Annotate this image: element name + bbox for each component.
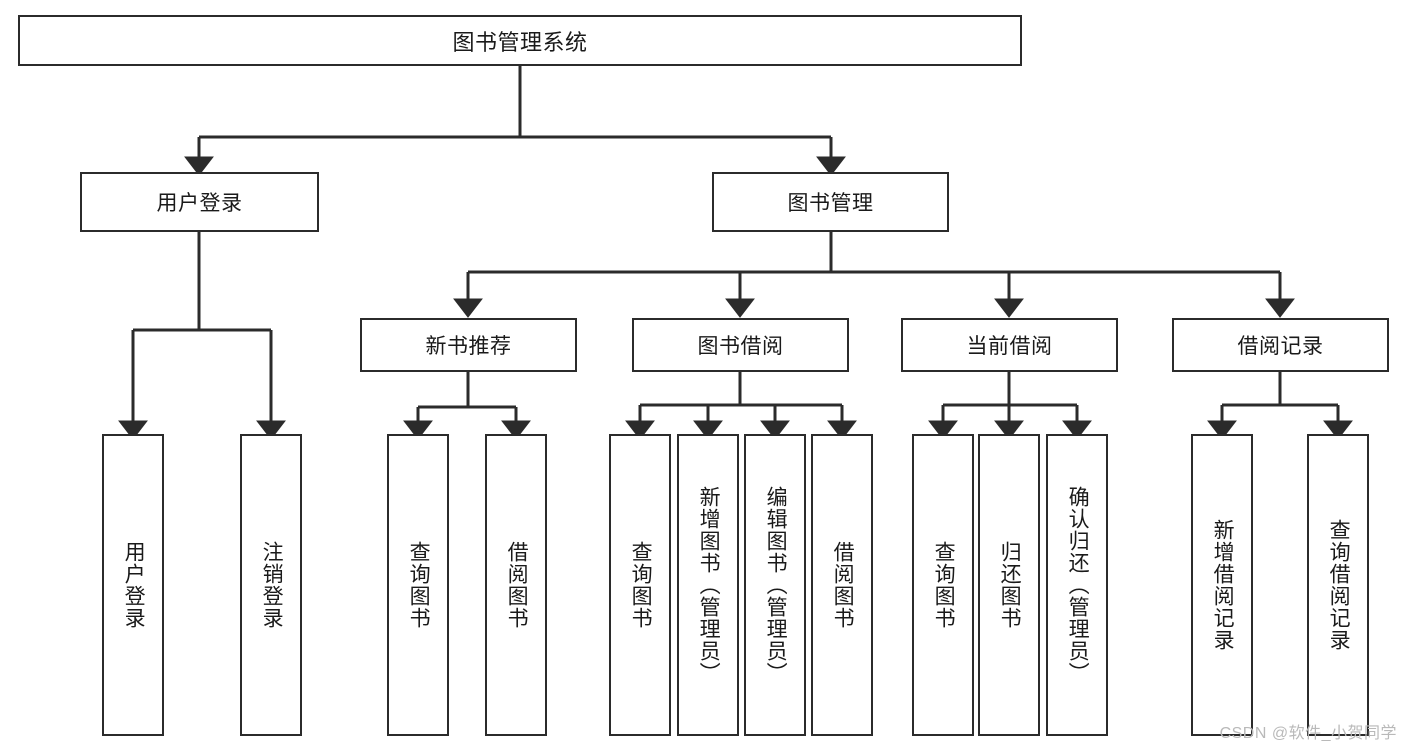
node-book-borrow[interactable]: 图书借阅	[632, 318, 849, 372]
node-label: 查询图书	[932, 541, 956, 629]
node-label: 借阅图书	[831, 541, 855, 629]
node-leaf-edit-book[interactable]: 编辑图书（管理员）	[744, 434, 806, 736]
node-label: 新书推荐	[425, 335, 512, 358]
node-label: 编辑图书（管理员）	[764, 486, 788, 684]
node-label: 用户登录	[156, 192, 243, 215]
csdn-watermark: CSDN @软件_小贺同学	[1219, 725, 1397, 742]
node-book-management[interactable]: 图书管理	[712, 172, 949, 232]
node-leaf-borrow-book-1[interactable]: 借阅图书	[485, 434, 547, 736]
node-leaf-add-book[interactable]: 新增图书（管理员）	[677, 434, 739, 736]
node-label: 查询图书	[629, 541, 653, 629]
node-leaf-query-book-2[interactable]: 查询图书	[609, 434, 671, 736]
node-label: 新增图书（管理员）	[697, 486, 721, 684]
node-user-login[interactable]: 用户登录	[80, 172, 319, 232]
node-leaf-user-login[interactable]: 用户登录	[102, 434, 164, 736]
node-label: 查询图书	[407, 541, 431, 629]
node-borrow-record[interactable]: 借阅记录	[1172, 318, 1389, 372]
node-label: 确认归还（管理员）	[1066, 486, 1090, 684]
node-new-book-recommend[interactable]: 新书推荐	[360, 318, 577, 372]
node-label: 图书管理系统	[452, 29, 588, 55]
node-label: 新增借阅记录	[1211, 519, 1235, 651]
node-root-book-management-system[interactable]: 图书管理系统	[18, 15, 1022, 66]
node-label: 注销登录	[260, 541, 284, 629]
node-leaf-add-record[interactable]: 新增借阅记录	[1191, 434, 1253, 736]
node-label: 当前借阅	[966, 335, 1053, 358]
node-label: 查询借阅记录	[1327, 519, 1351, 651]
node-label: 图书管理	[787, 192, 874, 215]
node-label: 图书借阅	[697, 335, 784, 358]
node-leaf-query-book-1[interactable]: 查询图书	[387, 434, 449, 736]
node-leaf-logout-login[interactable]: 注销登录	[240, 434, 302, 736]
node-current-borrow[interactable]: 当前借阅	[901, 318, 1118, 372]
node-leaf-borrow-book-2[interactable]: 借阅图书	[811, 434, 873, 736]
node-label: 归还图书	[998, 541, 1022, 629]
node-label: 用户登录	[122, 541, 146, 629]
node-leaf-confirm-return[interactable]: 确认归还（管理员）	[1046, 434, 1108, 736]
node-label: 借阅记录	[1237, 335, 1324, 358]
node-leaf-query-book-3[interactable]: 查询图书	[912, 434, 974, 736]
node-leaf-query-record[interactable]: 查询借阅记录	[1307, 434, 1369, 736]
node-label: 借阅图书	[505, 541, 529, 629]
node-leaf-return-book[interactable]: 归还图书	[978, 434, 1040, 736]
